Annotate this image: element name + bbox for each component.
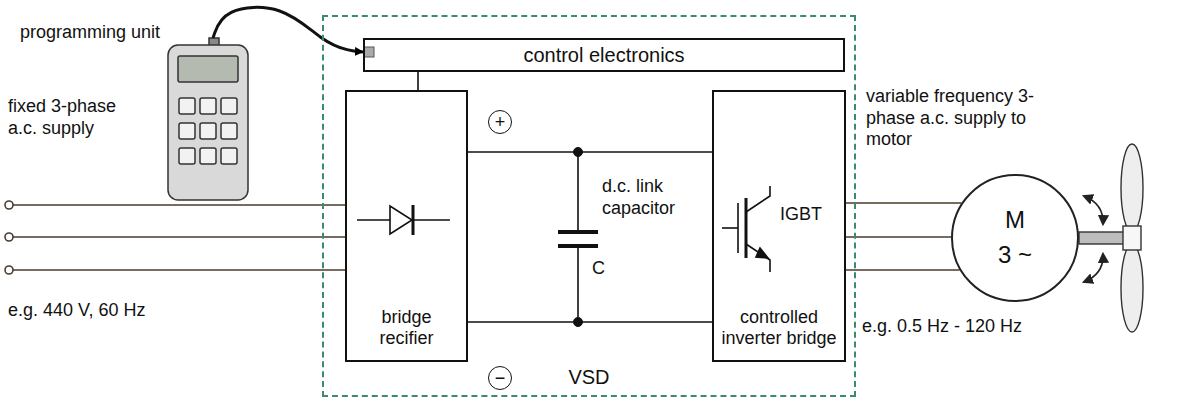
capacitor-symbol-label: C (592, 258, 622, 280)
programming-unit-device (168, 38, 248, 200)
dc-link-wire (417, 72, 419, 90)
igbt-symbol (722, 186, 770, 272)
node-text: 3 ~ (998, 241, 1032, 270)
programming-cable (213, 7, 363, 52)
igbt-gate (737, 203, 739, 253)
terminal-circle: + (488, 110, 512, 134)
terminal (5, 201, 13, 209)
igbt-arrow (756, 248, 768, 258)
motor-supply-wire (846, 236, 951, 238)
supply-wire (13, 204, 345, 206)
output-range: e.g. 0.5 Hz - 120 Hz (862, 316, 1092, 338)
dc-link-wire (468, 151, 712, 153)
capacitor-plate (558, 230, 598, 234)
key (221, 148, 237, 164)
key (179, 123, 195, 139)
igbt-channel (745, 198, 748, 258)
capacitor-lead (577, 246, 579, 322)
rotation-arrow (1084, 254, 1103, 282)
capacitor-plate (558, 244, 598, 248)
igbt-emitter (746, 244, 770, 272)
igbt-label: IGBT (780, 204, 836, 226)
input-wires (5, 201, 345, 274)
igbt-collector (746, 186, 770, 212)
node-text: programming unit (20, 22, 160, 44)
supply-label: fixed 3-phase a.c. supply (8, 96, 120, 139)
key (221, 98, 237, 114)
output-label: variable frequency 3-phase a.c. supply t… (866, 86, 1041, 151)
capacitor-symbol (558, 148, 598, 327)
rectifier-box: bridge recifier (345, 90, 468, 362)
key (200, 98, 216, 114)
motor-circle: M 3 ~ (951, 174, 1079, 302)
capacitor-label: d.c. link capacitor (602, 176, 698, 219)
key (200, 123, 216, 139)
rotation-arrow (1084, 196, 1103, 224)
motor-supply-wire (846, 202, 961, 204)
control-box: control electronics (363, 38, 845, 72)
fan-blade (1121, 144, 1143, 232)
node-text: VSD (568, 365, 609, 389)
supply-wire (13, 236, 345, 238)
key (179, 148, 195, 164)
key (179, 98, 195, 114)
fan-blade (1121, 244, 1143, 332)
fan-hub (1123, 226, 1141, 250)
key (221, 123, 237, 139)
handset-body (168, 45, 248, 200)
programming-port (364, 47, 374, 57)
handset-screen (178, 56, 238, 82)
node-text: M (1005, 206, 1025, 235)
keypad (179, 98, 237, 164)
diode-bar (412, 205, 415, 235)
diode-triangle (390, 206, 412, 234)
dc-link-wire (468, 321, 712, 323)
node-text: + (495, 113, 506, 131)
fan (1079, 144, 1143, 332)
terminal (5, 233, 13, 241)
terminal (5, 266, 13, 274)
terminal-circle: − (488, 366, 512, 390)
igbt-gate-lead (722, 227, 738, 229)
capacitor-lead (577, 152, 579, 232)
supply-rating: e.g. 440 V, 60 Hz (8, 300, 208, 322)
inverter-box: controlled inverter bridge (712, 90, 846, 362)
node-text: controlled inverter bridge (720, 307, 838, 350)
supply-wire (13, 269, 345, 271)
vsd-enclosure: VSD control electronics bridge recifier + − c… (322, 15, 856, 397)
diode-symbol (357, 205, 450, 235)
key (200, 148, 216, 164)
node-text: − (495, 369, 506, 387)
node-text: control electronics (523, 43, 684, 67)
node-text: bridge recifier (353, 307, 460, 350)
motor-supply-wire (846, 269, 960, 271)
motor-shaft (1079, 232, 1125, 244)
